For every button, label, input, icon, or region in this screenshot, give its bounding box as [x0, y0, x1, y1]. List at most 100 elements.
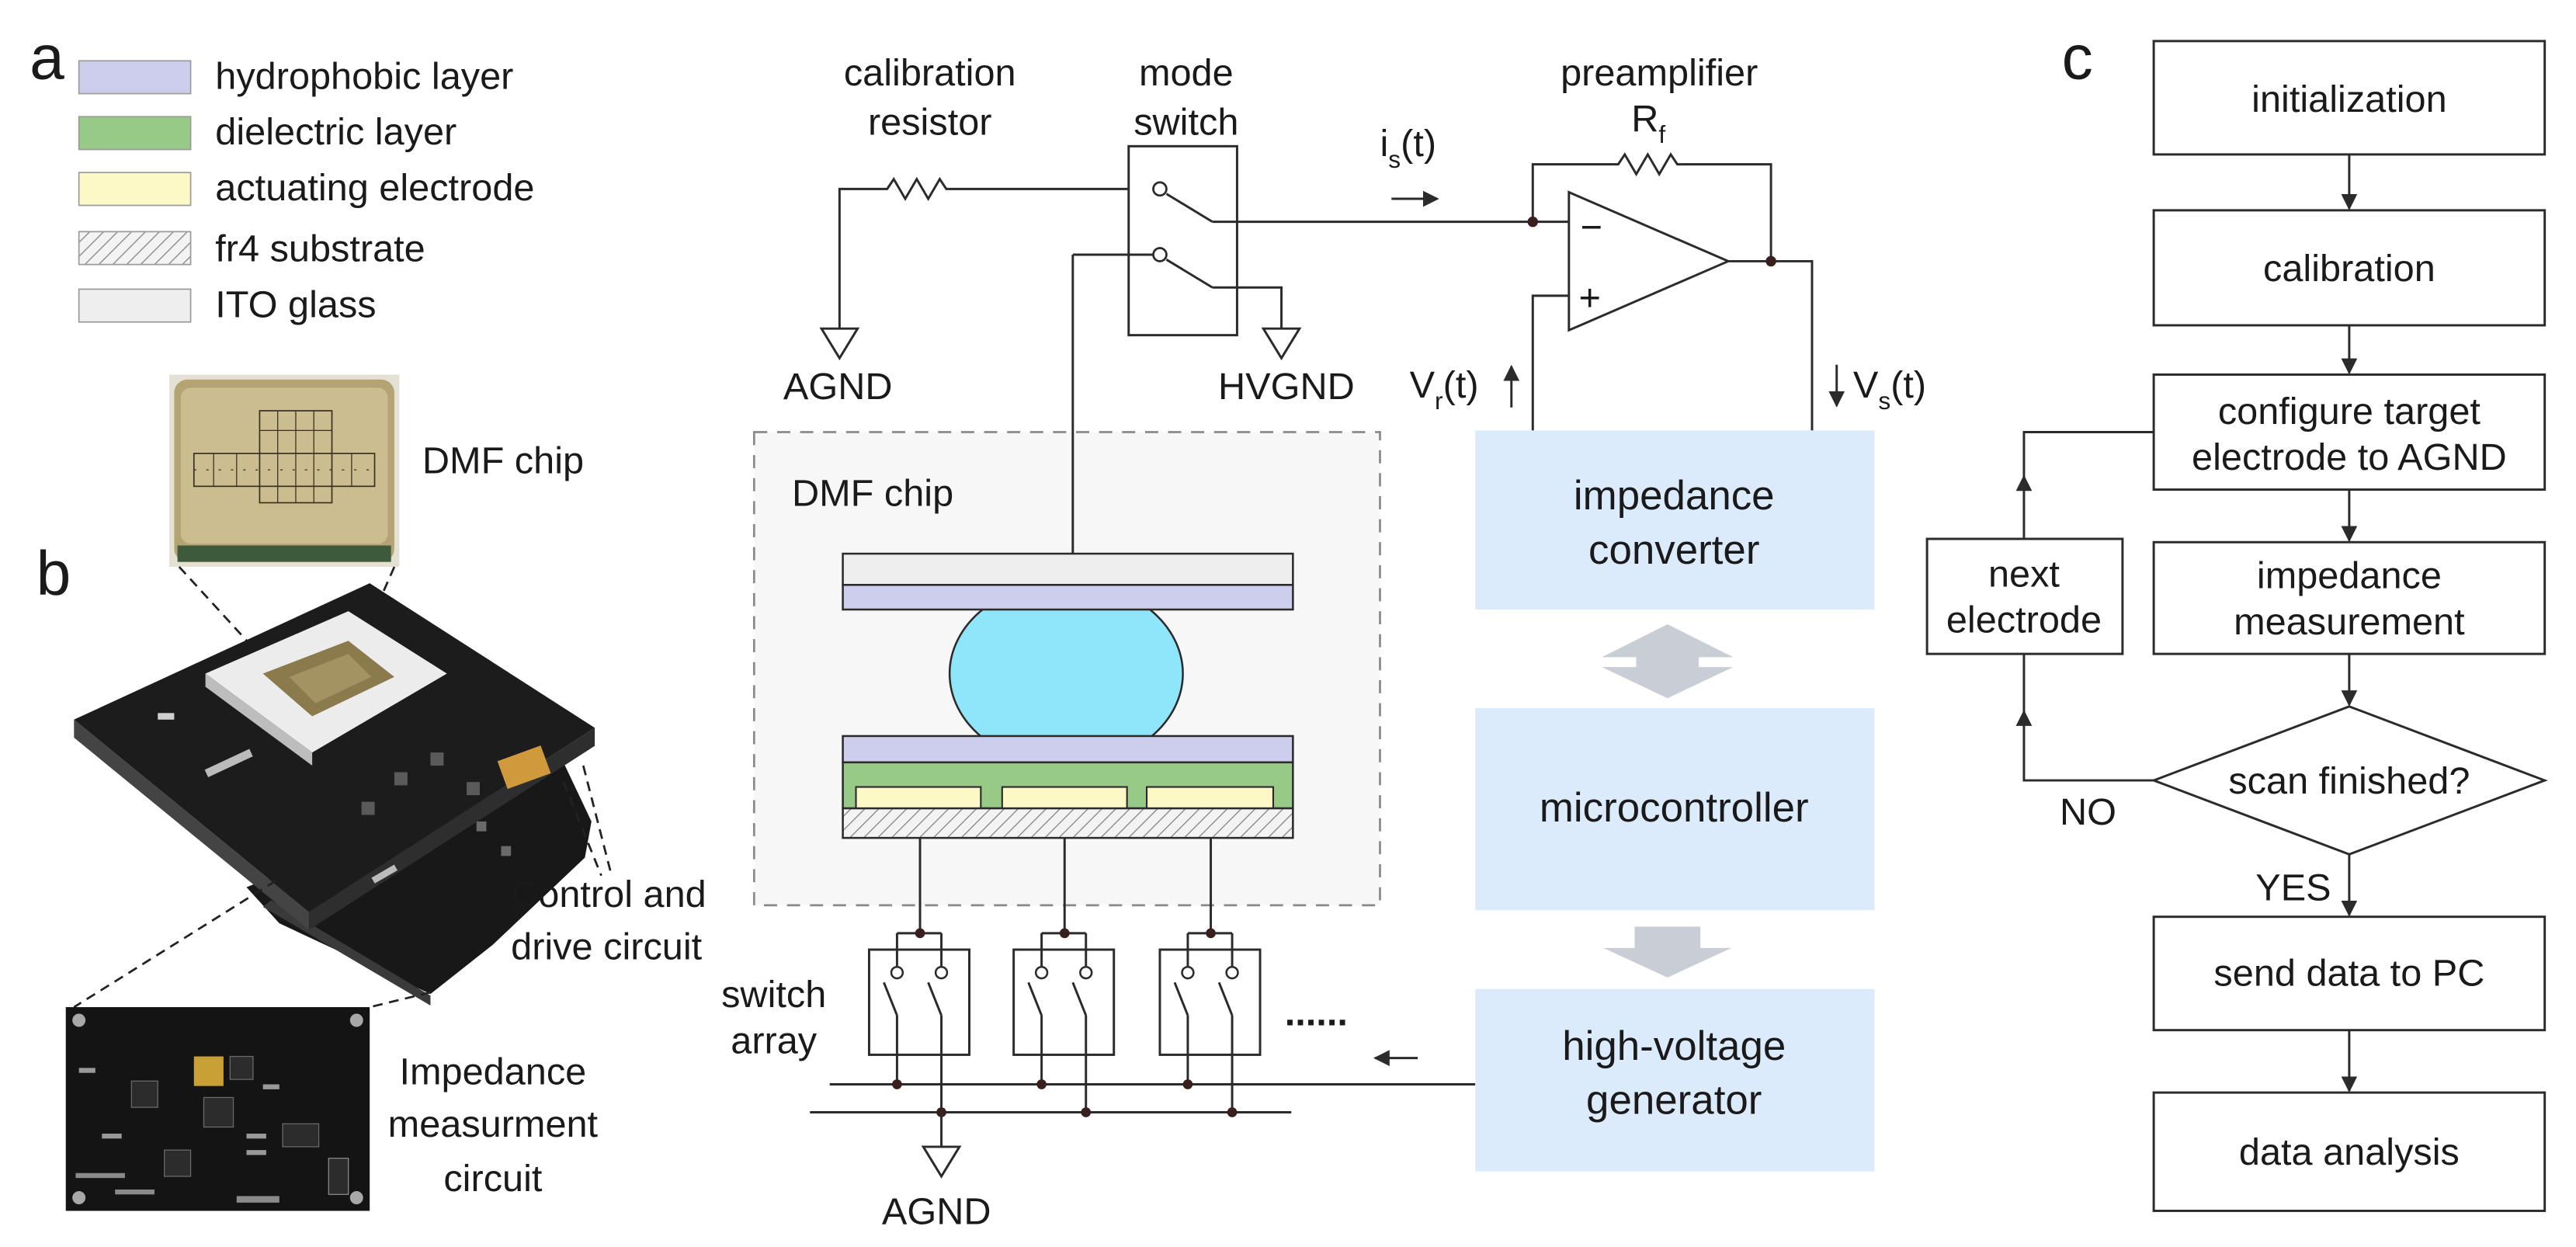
preamplifier-circuit	[1212, 151, 1814, 431]
calibration-label: calibration	[2263, 248, 2435, 290]
legend-swatch-ito	[78, 288, 192, 323]
vs-suffix: (t)	[1890, 364, 1926, 406]
opamp-minus-sign: −	[1581, 207, 1602, 248]
feedback-resistor-subscript: f	[1658, 120, 1665, 148]
mode-switch-label-line2: switch	[1134, 102, 1238, 144]
vr-suffix: (t)	[1443, 364, 1479, 406]
opamp-plus-sign: +	[1579, 277, 1601, 319]
legend-label-fr4: fr4 substrate	[215, 228, 425, 269]
legend: hydrophobic layer dielectric layer actua…	[78, 55, 534, 325]
functional-blocks	[1475, 430, 1875, 1172]
vr-subscript: r	[1435, 387, 1443, 415]
calibration-resistor-label-line2: resistor	[868, 102, 992, 144]
pcb-stack-photo	[74, 583, 595, 1006]
current-subscript: s	[1388, 145, 1401, 173]
hv-generator-block	[1475, 988, 1875, 1172]
step-next-electrode	[1925, 537, 2124, 655]
microcontroller-block	[1475, 707, 1875, 911]
legend-label-dielectric: dielectric layer	[215, 111, 457, 153]
step-impedance-measurement	[2152, 540, 2546, 655]
switch-unit	[867, 928, 970, 1113]
top-hydrophobic-layer	[842, 584, 1294, 611]
actuating-electrode	[1145, 786, 1275, 810]
feedback-resistor-symbol: R	[1631, 98, 1658, 140]
vs-label: Vs(t)	[1853, 364, 1926, 415]
leader-line-control-1	[562, 781, 602, 877]
legend-label-hydrophobic: hydrophobic layer	[215, 55, 513, 97]
droplet	[948, 610, 1184, 736]
control-circuit-label-line2: drive circuit	[511, 926, 703, 968]
leader-line-chip-left	[178, 566, 269, 665]
legend-label-electrode: actuating electrode	[215, 167, 534, 209]
vs-subscript: s	[1878, 387, 1890, 415]
impedance-circuit-photo	[65, 1007, 370, 1211]
legend-swatch-hydrophobic	[78, 60, 192, 95]
calibration-resistor-label-line1: calibration	[844, 52, 1016, 94]
panel-label-a: a	[30, 23, 64, 93]
configure-label-line1: configure target	[2218, 391, 2481, 432]
ito-glass-layer	[842, 552, 1294, 586]
switch-array-label-line2: array	[731, 1019, 818, 1061]
calibration-resistor-circuit	[819, 176, 1154, 361]
step-data-analysis	[2152, 1091, 2546, 1212]
legend-swatch-dielectric	[78, 116, 192, 151]
next-electrode-label-line1: next	[1988, 553, 2060, 595]
control-circuit-label-line1: Control and	[511, 874, 706, 915]
feedback-resistor-label: Rf	[1631, 98, 1665, 148]
agnd-label-bottom: AGND	[882, 1190, 991, 1232]
legend-label-ito: ITO glass	[215, 283, 376, 325]
leader-line-control-2	[582, 765, 613, 875]
current-symbol: i	[1380, 123, 1388, 165]
yes-branch-label: YES	[2255, 867, 2331, 909]
current-label: is(t)	[1380, 123, 1436, 173]
impedance-circuit-label-line1: Impedance	[400, 1051, 587, 1093]
impedance-circuit-label-line2: measurment	[388, 1103, 599, 1145]
mode-switch-label-line1: mode	[1139, 52, 1234, 94]
panel-label-c: c	[2062, 23, 2093, 93]
switch-unit	[1012, 928, 1116, 1113]
vr-symbol: V	[1410, 364, 1436, 406]
flowchart	[1925, 40, 2548, 1212]
hvgnd-label: HVGND	[1218, 366, 1355, 408]
agnd-ground-symbol-bottom	[921, 1145, 962, 1179]
microcontroller-label: microcontroller	[1540, 785, 1809, 831]
junction-node	[1765, 255, 1776, 267]
vr-label: Vr(t)	[1410, 364, 1479, 415]
impedance-measurement-label-line2: measurement	[2234, 601, 2465, 643]
leader-line-impedance-left	[73, 879, 277, 1009]
hvgnd-ground-symbol	[1261, 327, 1302, 361]
preamplifier-label: preamplifier	[1561, 52, 1758, 94]
switch-unit	[1158, 928, 1262, 1113]
data-analysis-label: data analysis	[2239, 1131, 2460, 1173]
mode-switch	[1072, 144, 1302, 361]
impedance-converter-label-line2: converter	[1588, 527, 1759, 573]
no-branch-label: NO	[2060, 791, 2116, 833]
actuating-electrode	[855, 786, 982, 810]
panel-label-b: b	[36, 539, 71, 609]
opamp-triangle	[1567, 190, 1731, 332]
flow-arrow-no	[2015, 710, 2154, 782]
agnd-ground-symbol-top	[819, 327, 860, 361]
hv-generator-label-line1: high-voltage	[1562, 1023, 1786, 1069]
fr4-substrate-layer	[842, 807, 1294, 839]
initialization-label: initialization	[2251, 78, 2447, 120]
next-electrode-label-line2: electrode	[1946, 599, 2102, 641]
legend-swatch-fr4	[78, 231, 192, 266]
mode-switch-box	[1127, 144, 1238, 337]
leader-line-impedance-right	[369, 991, 431, 1009]
dmf-chip-label: DMF chip	[792, 473, 953, 515]
impedance-converter-block	[1475, 430, 1875, 610]
impedance-measurement-label-line1: impedance	[2257, 555, 2442, 597]
impedance-converter-label-line1: impedance	[1574, 473, 1775, 519]
down-block-arrow	[1603, 926, 1732, 978]
step-initialization	[2152, 40, 2546, 156]
dmf-chip-photo-label: DMF chip	[422, 439, 584, 481]
step-calibration	[2152, 209, 2546, 327]
agnd-label-top: AGND	[783, 366, 893, 408]
dmf-chip-cross-section	[752, 254, 1381, 907]
impedance-circuit-label-line3: circuit	[443, 1158, 543, 1200]
bottom-hydrophobic-layer	[842, 735, 1294, 764]
more-switches-ellipsis: ......	[1285, 992, 1348, 1033]
actuating-electrode	[1001, 786, 1128, 810]
